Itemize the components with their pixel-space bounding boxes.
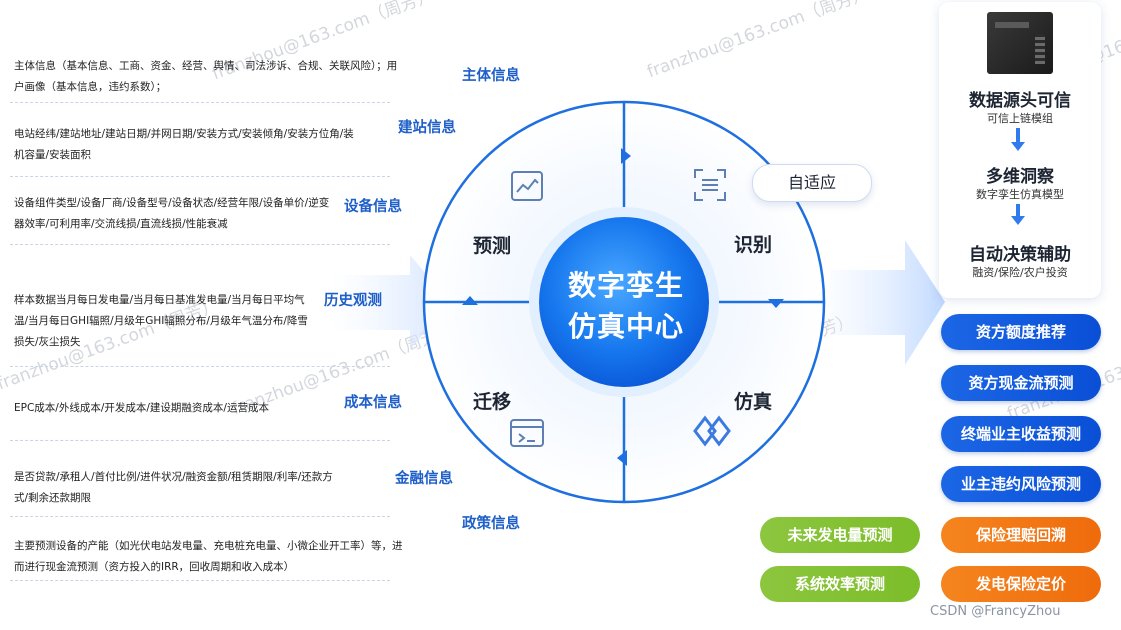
category-label: 建站信息 bbox=[398, 118, 456, 139]
quadrant-label-recognize: 识别 bbox=[734, 230, 772, 257]
chip-module-icon bbox=[987, 12, 1053, 74]
quadrant-label-simulate: 仿真 bbox=[734, 387, 772, 414]
quadrant-label-predict: 预测 bbox=[473, 231, 511, 258]
divider bbox=[10, 580, 390, 581]
category-label: 政策信息 bbox=[462, 514, 520, 535]
output-pill-capital-cashflow: 资方现金流预测 bbox=[941, 365, 1101, 401]
left-item-text: 主要预测设备的产能（如光伏电站发电量、充电桩充电量、小微企业开工率）等，进而进行… bbox=[14, 536, 409, 578]
output-pill-system-efficiency: 系统效率预测 bbox=[760, 566, 920, 602]
output-pill-future-generation: 未来发电量预测 bbox=[760, 517, 920, 553]
category-label: 主体信息 bbox=[462, 66, 520, 87]
right-panel: 数据源头可信 可信上链模组 多维洞察 数字孪生仿真模型 自动决策辅助 融资/保险… bbox=[939, 2, 1101, 298]
left-item-text: EPC成本/外线成本/开发成本/建设期融资成本/运营成本 bbox=[14, 398, 344, 419]
adaptive-badge: 自适应 bbox=[752, 164, 872, 202]
step3-title: 自动决策辅助 bbox=[939, 240, 1101, 265]
step2-title: 多维洞察 bbox=[939, 162, 1101, 187]
category-label: 成本信息 bbox=[344, 393, 402, 414]
output-pill-capital-quota: 资方额度推荐 bbox=[941, 314, 1101, 350]
category-label: 设备信息 bbox=[344, 197, 402, 218]
output-pill-owner-income: 终端业主收益预测 bbox=[941, 416, 1101, 452]
down-arrow-icon bbox=[1011, 142, 1025, 151]
divider bbox=[10, 366, 390, 367]
left-item-text: 电站经纬/建站地址/建站日期/并网日期/安装方式/安装倾角/安装方位角/装机容量… bbox=[14, 124, 359, 166]
quadrant-label-migrate: 迁移 bbox=[473, 387, 511, 414]
step1-subtitle: 可信上链模组 bbox=[939, 110, 1101, 126]
center-title-line2: 仿真中心 bbox=[533, 305, 719, 345]
divider bbox=[10, 176, 390, 177]
divider bbox=[10, 440, 390, 441]
right-flow-arrow bbox=[830, 240, 945, 365]
output-pill-insurance-pricing: 发电保险定价 bbox=[941, 566, 1101, 602]
center-title-line1: 数字孪生 bbox=[533, 264, 719, 304]
credit-text: CSDN @FrancyZhou bbox=[930, 604, 1060, 619]
divider bbox=[10, 102, 390, 103]
divider bbox=[10, 516, 390, 517]
step1-title: 数据源头可信 bbox=[939, 86, 1101, 111]
category-label: 金融信息 bbox=[395, 469, 453, 490]
step2-subtitle: 数字孪生仿真模型 bbox=[939, 186, 1101, 202]
category-label: 历史观测 bbox=[324, 291, 382, 312]
down-arrow-icon bbox=[1011, 216, 1025, 225]
output-pill-default-risk: 业主违约风险预测 bbox=[941, 466, 1101, 502]
step3-subtitle: 融资/保险/农户投资 bbox=[939, 264, 1101, 280]
left-item-text: 设备组件类型/设备厂商/设备型号/设备状态/经营年限/设备单价/逆变器效率/可利… bbox=[14, 193, 334, 235]
left-item-text: 是否贷款/承租人/首付比例/进件状况/融资金额/租赁期限/利率/还款方式/剩余还… bbox=[14, 467, 334, 509]
divider bbox=[10, 244, 390, 245]
output-pill-claim-review: 保险理赔回溯 bbox=[941, 517, 1101, 553]
left-item-text: 样本数据当月每日发电量/当月每日基准发电量/当月每日平均气温/当月每日GHI辐照… bbox=[14, 290, 309, 353]
left-item-text: 主体信息（基本信息、工商、资金、经营、舆情、司法涉诉、合规、关联风险）；用户画像… bbox=[14, 56, 399, 98]
